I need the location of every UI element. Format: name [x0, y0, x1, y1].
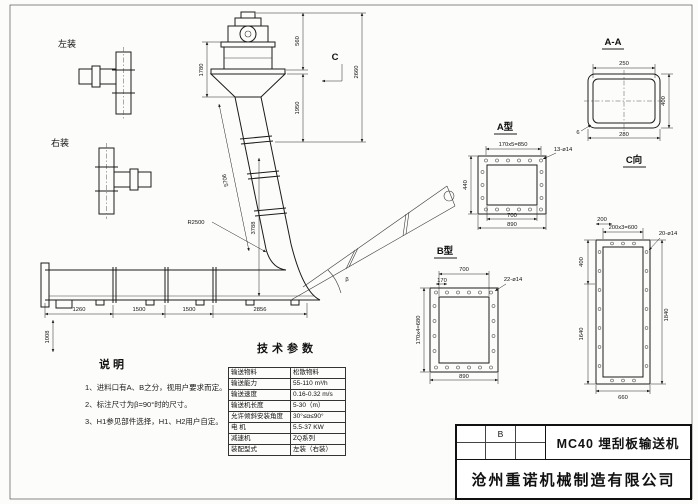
dim-aa-400: 400 [661, 96, 667, 106]
drawing-title: MC40 埋刮板输送机 [556, 437, 680, 451]
main-dimensions: 560 1950 2660 1780 5706 R2500 3788 [44, 12, 366, 352]
dim-c-pitch: 200 [597, 217, 607, 223]
notes-title: 说明 [99, 359, 127, 371]
view-c-arrow-label: C [332, 52, 339, 63]
dim-c-1840: 1840 [664, 309, 670, 322]
param-value: ZQ系列 [290, 433, 346, 445]
notes-block: 说明 1、进料口有A、B之分，视用户要求而定。 2、标注尺寸为β=90°时的尺寸… [85, 356, 245, 430]
dim-1780: 1780 [199, 64, 205, 77]
dim-b-170: 170 [437, 278, 447, 284]
dim-aa-250: 250 [619, 61, 629, 67]
company-name: 沧州重诺机械制造有限公司 [471, 471, 676, 489]
dim-aa-wall: 6 [576, 130, 579, 136]
table-row: 装配型式左装（右装） [228, 444, 346, 456]
revision-cell [516, 443, 545, 460]
dim-5706: 5706 [222, 173, 231, 187]
dim-1008: 1008 [45, 331, 51, 344]
param-name: 输送机长度 [228, 400, 291, 412]
dim-a-890: 890 [507, 222, 517, 228]
type-b-label: B型 [437, 245, 454, 257]
left-mount-label: 左装 [58, 38, 76, 49]
dim-3788: 3788 [251, 222, 257, 235]
revision-letter: B [486, 426, 516, 443]
dim-c-holes: 20-ø14 [659, 231, 678, 237]
revision-grid: B [457, 426, 546, 459]
note-line-3: 3、H1参见部件选择，H1、H2用户自定。 [85, 417, 223, 426]
title-block: B MC40 埋刮板输送机 沧州重诺机械制造有限公司 [455, 424, 692, 500]
dim-c-400: 400 [579, 257, 585, 267]
tech-params-title: 技术参数 [257, 343, 317, 355]
dim-560: 560 [295, 36, 301, 46]
type-b-view: B型 700 170 22-ø14 170x4=680 890 [416, 245, 523, 384]
dim-1260: 1260 [73, 307, 86, 313]
left-mount-view: 左装 [58, 38, 135, 119]
param-value: 左装（右装） [290, 444, 346, 456]
right-mount-label: 右装 [51, 137, 69, 148]
dim-a-440: 440 [463, 180, 469, 190]
param-name: 输送能力 [228, 378, 291, 390]
dim-2660: 2660 [354, 66, 360, 79]
dim-b-700: 700 [459, 267, 469, 273]
sheet-border [9, 4, 693, 500]
section-aa-view: A-A 250 280 400 6 [576, 37, 673, 141]
dim-2856: 2856 [254, 307, 267, 313]
view-c-label: C向 [626, 154, 642, 166]
type-a-view: A型 170x5=850 13-ø14 440 700 890 [463, 121, 573, 230]
param-name: 电 机 [228, 422, 291, 434]
dim-b-left: 170x4=680 [416, 316, 422, 345]
param-name: 输送速度 [228, 389, 291, 401]
note-line-1: 1、进料口有A、B之分，视用户要求而定。 [85, 383, 227, 392]
param-value: 5-30（m） [290, 400, 346, 412]
dim-r2500: R2500 [187, 220, 204, 226]
dim-a-holes: 13-ø14 [554, 147, 573, 153]
revision-cell [486, 442, 516, 459]
view-c-arrow: C [322, 52, 343, 83]
table-row: 输送物料松散物料 [228, 367, 346, 379]
param-name: 装配型式 [228, 444, 291, 456]
param-value: 30°≤α≤90° [290, 411, 346, 423]
main-conveyor-view: β [40, 11, 456, 309]
note-line-2: 2、标注尺寸为β=90°时的尺寸。 [85, 400, 192, 409]
dim-1950: 1950 [295, 102, 301, 115]
beta-angle-label: β [345, 277, 349, 283]
param-value: 55-110 m³/h [290, 378, 346, 390]
dim-a-pitch: 170x5=850 [499, 142, 528, 148]
dim-c-1640: 1640 [579, 328, 585, 341]
revision-cell [457, 426, 487, 443]
revision-cell [515, 426, 545, 443]
section-aa-label: A-A [605, 37, 622, 48]
param-name: 允许倾斜安装角度 [228, 411, 291, 423]
title-block-top-row: B MC40 埋刮板输送机 [457, 426, 690, 460]
dim-a-700: 700 [507, 213, 517, 219]
param-value: 0.16-0.32 m/s [290, 389, 346, 401]
dim-aa-280: 280 [619, 132, 629, 138]
param-name: 减速机 [228, 433, 291, 445]
dim-1500-b: 1500 [183, 307, 196, 313]
dim-b-holes: 22-ø14 [504, 277, 523, 283]
dim-c-660: 660 [618, 395, 628, 401]
right-mount-view: 右装 [51, 137, 152, 219]
dim-b-890: 890 [459, 374, 469, 380]
revision-cell [457, 442, 487, 459]
dim-c-pitch-total: 200x3=600 [609, 225, 638, 231]
dim-1500-a: 1500 [133, 307, 146, 313]
param-value: 5.5-37 KW [290, 422, 346, 434]
type-a-label: A型 [497, 121, 514, 133]
view-c-view: C向 200x3=600 200 20-ø14 1840 400 1640 66… [579, 154, 678, 401]
param-value: 松散物料 [290, 367, 346, 379]
param-name: 输送物料 [228, 367, 291, 379]
